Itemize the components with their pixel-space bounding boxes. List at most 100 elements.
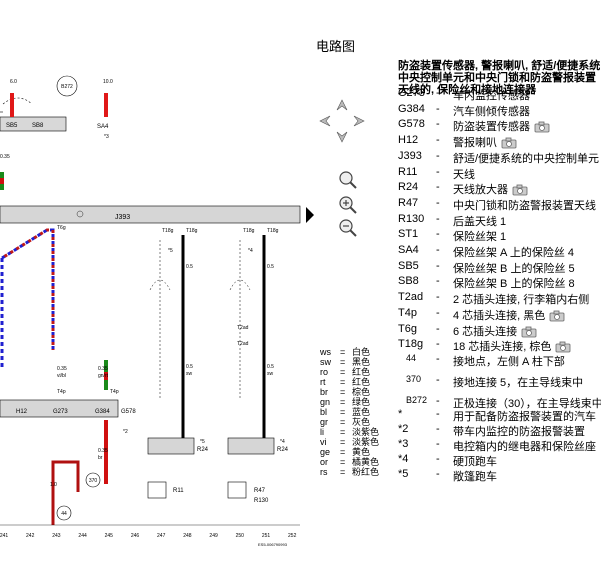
wire-color-row: ro=红色 xyxy=(320,367,379,377)
wire-color-abbr: bl xyxy=(320,407,328,417)
j393-label: J393 xyxy=(115,214,130,221)
legend-desc: 电控箱内的继电器和保险丝座 xyxy=(453,441,596,453)
legend-desc: 接地点，左侧 A 柱下部 xyxy=(453,356,565,368)
legend-dash: - xyxy=(436,438,440,450)
wire-color-name: 红色 xyxy=(352,377,371,387)
ground-370-label: 370 xyxy=(89,478,98,484)
legend-dash: - xyxy=(436,165,440,178)
wire-color-label: sw xyxy=(267,371,274,377)
pan-up-icon[interactable] xyxy=(335,98,349,112)
legend-code: B272 xyxy=(406,395,428,405)
pan-down-icon[interactable] xyxy=(335,130,349,144)
equals-sign: = xyxy=(340,377,346,387)
camera-icon[interactable] xyxy=(512,184,528,196)
column-number: 241 xyxy=(0,533,8,539)
column-number: 250 xyxy=(236,533,245,539)
r47-label: R47 xyxy=(254,488,266,494)
legend-dash: - xyxy=(436,322,440,335)
r24-label: R24 xyxy=(197,447,209,453)
wire-color-abbr: or xyxy=(320,457,329,467)
legend-dash: - xyxy=(436,468,440,480)
wire-color-abbr: sw xyxy=(320,357,331,367)
wire-color-row: br=棕色 xyxy=(320,387,379,397)
nav-pad xyxy=(318,98,366,144)
connector-t4p: T4p xyxy=(110,389,119,395)
diagram-ref-id: ES5-006790993 xyxy=(258,542,288,547)
legend-code: T2ad xyxy=(398,291,424,304)
legend-code: *2 xyxy=(398,423,409,435)
wire-color-name: 蓝色 xyxy=(352,407,371,417)
ground-44-label: 44 xyxy=(61,511,67,517)
wire-color-name: 黄色 xyxy=(352,447,371,457)
legend-code: T6g xyxy=(398,322,417,335)
column-number: 251 xyxy=(262,533,271,539)
legend-code: J393 xyxy=(398,149,422,162)
legend-desc: 保险丝架 A 上的保险丝 4 xyxy=(453,247,575,259)
wire-size-label: 1.0 xyxy=(50,482,57,488)
collapse-panel-icon[interactable] xyxy=(305,205,315,225)
wire-color-name: 灰色 xyxy=(352,417,371,427)
fuse-sa4-note: *3 xyxy=(104,134,109,140)
connector-t4p: T4p xyxy=(57,389,66,395)
shield-loop xyxy=(229,240,251,400)
circuit-diagram: SB5 SB8 6.0 B272 10.0 SA4 *3 0.35 J393 T… xyxy=(0,75,301,547)
sensor-box xyxy=(0,399,119,418)
wire-color-name: 粉红色 xyxy=(352,467,380,477)
column-number: 246 xyxy=(131,533,140,539)
zoom-out-icon[interactable] xyxy=(338,218,358,238)
r11-label: R11 xyxy=(173,488,184,494)
wire-color-row: or=橘黄色 xyxy=(320,457,379,467)
legend-dash: - xyxy=(436,196,440,209)
wire-color-name: 淡紫色 xyxy=(352,437,380,447)
wire-color-name: 棕色 xyxy=(352,387,371,397)
legend-desc: 正极连接（30），在主导线束中 xyxy=(453,398,601,410)
note-marker: *5 xyxy=(168,248,173,254)
connector-t2ad: T2ad xyxy=(237,341,249,347)
camera-icon[interactable] xyxy=(555,341,571,353)
legend-dash: - xyxy=(436,353,440,365)
connector-t18g: T18g xyxy=(162,228,174,234)
column-number: 243 xyxy=(52,533,61,539)
zoom-in-icon[interactable] xyxy=(338,195,358,215)
legend-dash: - xyxy=(436,453,440,465)
wire-color-row: bl=蓝色 xyxy=(320,407,379,417)
camera-icon[interactable] xyxy=(501,137,517,149)
legend-dash: - xyxy=(436,423,440,435)
legend-code: G384 xyxy=(398,102,425,115)
legend-dash: - xyxy=(436,212,440,225)
legend-desc: 硬顶跑车 xyxy=(453,456,497,468)
wire-size-label: 0.5 xyxy=(186,364,193,370)
legend-dash: - xyxy=(436,275,440,288)
connector-t2ad: T2ad xyxy=(237,325,249,331)
camera-icon[interactable] xyxy=(534,121,550,133)
fuse-sa4-label: SA4 xyxy=(97,124,109,130)
wire-color-abbr: ws xyxy=(320,347,331,357)
pan-left-icon[interactable] xyxy=(318,114,332,128)
wire-color-row: ws=白色 xyxy=(320,347,379,357)
note-marker: *2 xyxy=(123,429,128,435)
legend-desc: 2 芯插头连接, 行李箱内右侧 xyxy=(453,294,590,307)
camera-icon[interactable] xyxy=(549,310,565,322)
column-number: 248 xyxy=(183,533,192,539)
legend-title: 防盗装置传感器, 警报喇叭, 舒适/便捷系统中央控制单元和中央门锁和防盗警报装置… xyxy=(398,60,601,96)
legend-code: 370 xyxy=(406,374,422,384)
camera-icon[interactable] xyxy=(521,326,537,338)
legend-code: *3 xyxy=(398,438,409,450)
wire-size-label: 0.35 xyxy=(98,448,108,454)
wire-size-label: 0.35 xyxy=(98,366,108,372)
r24-label: R24 xyxy=(277,447,289,453)
g578-label: G578 xyxy=(121,409,136,415)
legend-desc: 保险丝架 B 上的保险丝 8 xyxy=(453,278,575,291)
legend-code: * xyxy=(398,408,403,420)
equals-sign: = xyxy=(340,367,346,377)
legend-code: R24 xyxy=(398,181,419,194)
ground-370 xyxy=(85,472,101,488)
legend-desc: 汽车侧倾传感器 xyxy=(453,105,530,118)
zoom-fit-icon[interactable] xyxy=(338,170,358,190)
pan-right-icon[interactable] xyxy=(352,114,366,128)
note-marker: *4 xyxy=(248,248,253,254)
wire-color-abbr: vi xyxy=(320,437,327,447)
wire-color-row: sw=黑色 xyxy=(320,357,379,367)
legend-code: T18g xyxy=(398,338,424,351)
